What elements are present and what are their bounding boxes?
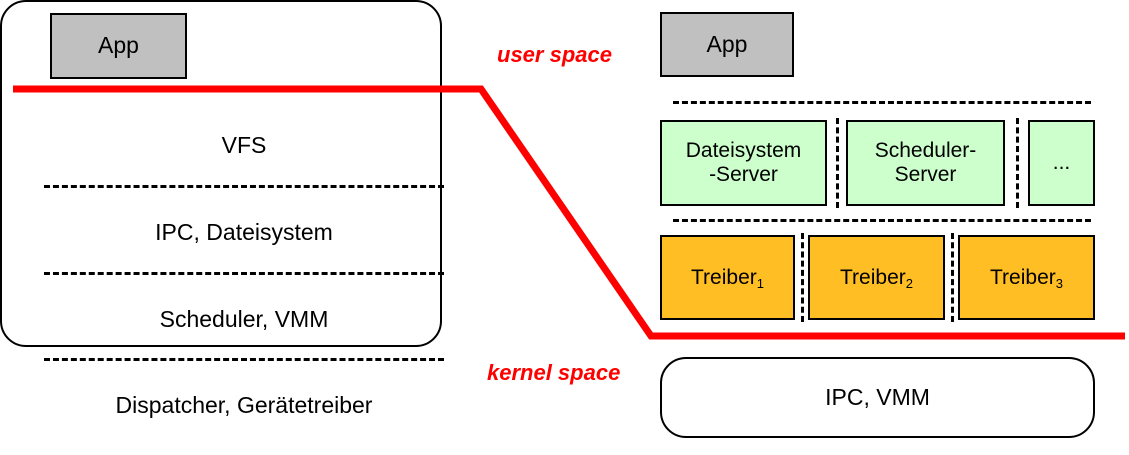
driver-box-2: Treiber2	[808, 235, 945, 320]
monolithic-layer-dispatcher-geraetetreiber: Dispatcher, Gerätetreiber	[115, 392, 373, 418]
monolithic-app-box: App	[50, 13, 187, 79]
server-separator-1	[836, 118, 839, 208]
monolithic-layer-scheduler-vmm: Scheduler, VMM	[159, 306, 329, 332]
driver-separator-1	[801, 233, 804, 322]
microkernel-app-box: App	[660, 12, 794, 77]
server-box-scheduler: Scheduler- Server	[846, 120, 1005, 206]
monolithic-layer-divider-3	[44, 358, 444, 361]
kernel-space-label: kernel space	[487, 360, 621, 385]
server-box-dateisystem: Dateisystem -Server	[660, 120, 827, 206]
server-separator-2	[1016, 118, 1019, 208]
microkernel-core-label: IPC, VMM	[825, 383, 930, 410]
microkernel-server-divider-bottom	[673, 219, 1091, 222]
microkernel-server-divider-top	[673, 101, 1091, 104]
monolithic-layer-vfs: VFS	[221, 132, 267, 158]
driver-label-1: Treiber1	[691, 265, 764, 291]
driver-label-2: Treiber2	[840, 265, 913, 291]
driver-label-3: Treiber3	[990, 265, 1063, 291]
microkernel-app-label: App	[706, 30, 748, 57]
server-box-ellipsis: ...	[1028, 120, 1095, 206]
monolithic-layer-ipc-dateisystem: IPC, Dateisystem	[155, 219, 333, 245]
monolithic-layer-divider-2	[44, 272, 444, 275]
driver-box-3: Treiber3	[958, 235, 1095, 320]
user-space-label: user space	[497, 42, 612, 67]
monolithic-layer-divider-1	[44, 185, 444, 188]
microkernel-core-box: IPC, VMM	[660, 357, 1095, 438]
driver-separator-2	[951, 233, 954, 322]
driver-box-1: Treiber1	[660, 235, 795, 320]
monolithic-app-label: App	[98, 32, 139, 59]
